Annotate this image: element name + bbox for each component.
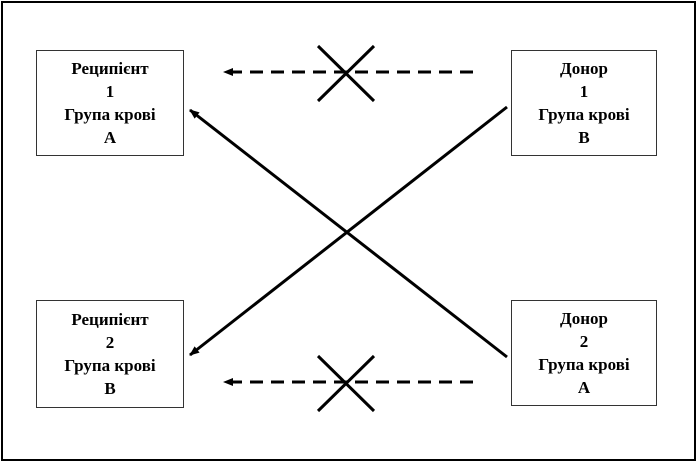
recipient-1-number: 1 (105, 82, 115, 101)
recipient-1-label: Група крові (64, 105, 156, 124)
recipient-2-role: Реципієнт (71, 310, 149, 329)
recipient-2-box: Реципієнт 2 Група крові B (36, 300, 184, 408)
donor-2-label: Група крові (538, 355, 630, 374)
donor-1-box: Донор 1 Група крові B (511, 50, 657, 156)
edge-donor-1-to-recipient-2 (189, 105, 508, 357)
recipient-2-blood-group: B (104, 379, 116, 398)
recipient-1-role: Реципієнт (71, 59, 149, 78)
edge-donor-2-to-recipient-1 (189, 108, 508, 359)
blocked-cross-icon-top (316, 44, 376, 103)
donor-1-blood-group: B (578, 128, 590, 147)
recipient-1-box: Реципієнт 1 Група крові A (36, 50, 184, 156)
recipient-2-number: 2 (105, 333, 115, 352)
donor-2-role: Донор (560, 309, 608, 328)
donor-2-blood-group: A (577, 378, 591, 397)
donor-1-number: 1 (579, 82, 589, 101)
donor-2-number: 2 (579, 332, 589, 351)
donor-1-label: Група крові (538, 105, 630, 124)
donor-2-box: Донор 2 Група крові A (511, 300, 657, 406)
recipient-2-label: Група крові (64, 356, 156, 375)
recipient-1-blood-group: A (103, 128, 117, 147)
donor-1-role: Донор (560, 59, 608, 78)
blocked-cross-icon-bottom (316, 354, 376, 413)
